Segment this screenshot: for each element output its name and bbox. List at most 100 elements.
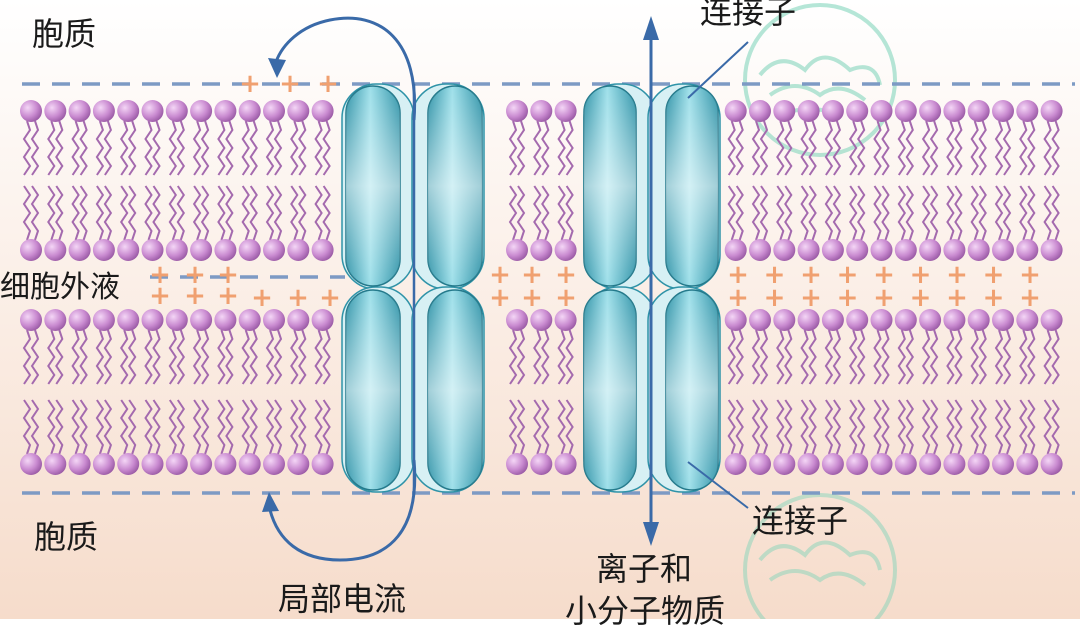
lipid-head bbox=[20, 453, 42, 475]
plus-sign: + bbox=[239, 69, 261, 99]
lipid-head bbox=[773, 239, 796, 261]
lipid-tail bbox=[47, 120, 64, 176]
ions-label-line1: 离子和 bbox=[596, 550, 693, 588]
lipid-head bbox=[1040, 100, 1063, 122]
lipid-head bbox=[190, 309, 213, 331]
lipid-tail bbox=[727, 120, 744, 176]
connexon-pointer-line-top bbox=[687, 41, 749, 99]
lipid-head bbox=[943, 309, 966, 331]
lipid-tail bbox=[873, 329, 890, 385]
plus-sign: + bbox=[983, 283, 1005, 313]
lipid-head bbox=[846, 309, 869, 331]
lipid-tail bbox=[290, 399, 307, 455]
lipid-head bbox=[263, 309, 285, 331]
lipid-tail bbox=[533, 329, 550, 385]
plus-sign: + bbox=[764, 283, 786, 313]
lipid-head bbox=[749, 453, 771, 475]
lipid-head bbox=[506, 453, 528, 475]
plus-sign: + bbox=[910, 260, 932, 290]
lipid-head bbox=[214, 100, 237, 122]
lipid-tail bbox=[144, 329, 161, 385]
lipid-tail bbox=[508, 329, 526, 385]
lipid-tail bbox=[751, 329, 769, 385]
lipid-tail bbox=[1043, 399, 1060, 455]
lipid-head bbox=[214, 239, 237, 261]
lipid-head bbox=[530, 100, 553, 122]
lipid-tail bbox=[751, 399, 769, 455]
plus-sign: + bbox=[521, 260, 543, 290]
lipid-head bbox=[870, 453, 893, 475]
lipid-tail bbox=[71, 399, 88, 455]
lipid-tail bbox=[119, 329, 137, 385]
lipid-head bbox=[287, 453, 310, 475]
cytoplasm-bottom-label: 胞质 bbox=[34, 518, 99, 556]
lipid-tail bbox=[217, 120, 234, 176]
lipid-tail bbox=[873, 185, 890, 241]
lipid-tail bbox=[776, 120, 793, 176]
lipid-head bbox=[287, 309, 310, 331]
lipid-tail bbox=[192, 399, 210, 455]
curved-arrow-icon bbox=[268, 58, 286, 78]
lipid-tail bbox=[119, 399, 137, 455]
plus-sign: + bbox=[279, 69, 301, 99]
lipid-head bbox=[1016, 309, 1039, 331]
lipid-tail bbox=[22, 120, 40, 176]
watermark-cloud-icon bbox=[743, 493, 897, 619]
lipid-tail bbox=[22, 185, 40, 241]
lipid-head bbox=[214, 453, 237, 475]
lipid-head bbox=[870, 309, 893, 331]
lipid-tail bbox=[168, 120, 186, 176]
lipid-tail bbox=[290, 329, 307, 385]
lipid-head bbox=[141, 239, 164, 261]
lipid-head bbox=[554, 100, 577, 122]
lipid-head bbox=[165, 239, 188, 261]
lipid-tail bbox=[897, 329, 915, 385]
lipid-head bbox=[165, 453, 188, 475]
lipid-tail bbox=[824, 185, 842, 241]
lipid-tail bbox=[533, 120, 550, 176]
plus-sign: + bbox=[319, 283, 341, 313]
plus-sign: + bbox=[873, 283, 895, 313]
lipid-head bbox=[20, 309, 42, 331]
lipid-tail bbox=[119, 185, 137, 241]
plus-sign: + bbox=[910, 283, 932, 313]
lipid-head bbox=[506, 100, 528, 122]
lipid-tail bbox=[533, 399, 550, 455]
lipid-tail bbox=[1019, 185, 1036, 241]
lipid-tail bbox=[168, 329, 186, 385]
lipid-head bbox=[190, 453, 213, 475]
lipid-bilayers bbox=[20, 100, 1063, 475]
lipid-tail bbox=[727, 185, 744, 241]
double-arrow-icon bbox=[643, 16, 659, 546]
plus-sign: + bbox=[217, 281, 239, 311]
lipid-tail bbox=[95, 399, 113, 455]
lipid-head bbox=[287, 100, 310, 122]
lipid-tail bbox=[848, 120, 866, 176]
lipid-tail bbox=[800, 185, 817, 241]
lipid-head bbox=[92, 309, 115, 331]
lipid-tail bbox=[751, 120, 769, 176]
plus-sign: + bbox=[837, 260, 859, 290]
lipid-tail bbox=[241, 399, 258, 455]
lipid-tail bbox=[508, 399, 526, 455]
plus-sign: + bbox=[800, 260, 822, 290]
lipid-head bbox=[992, 239, 1014, 261]
lipid-tail bbox=[824, 120, 842, 176]
lipid-tail bbox=[119, 120, 137, 176]
lipid-tail bbox=[265, 329, 283, 385]
membrane-boundary-lines bbox=[22, 82, 1075, 495]
lipid-tail bbox=[508, 120, 526, 176]
lipid-tail bbox=[47, 399, 64, 455]
lipid-head bbox=[190, 100, 213, 122]
lipid-head bbox=[870, 100, 893, 122]
lipid-head bbox=[967, 309, 990, 331]
lipid-head bbox=[821, 309, 844, 331]
lipid-head bbox=[311, 239, 334, 261]
curved-arrow-icon bbox=[268, 459, 417, 562]
lipid-head bbox=[554, 239, 577, 261]
lipid-tail bbox=[946, 329, 963, 385]
lipid-head bbox=[311, 100, 334, 122]
lipid-tail bbox=[873, 399, 890, 455]
plus-sign: + bbox=[555, 283, 577, 313]
lipid-tail bbox=[776, 185, 793, 241]
